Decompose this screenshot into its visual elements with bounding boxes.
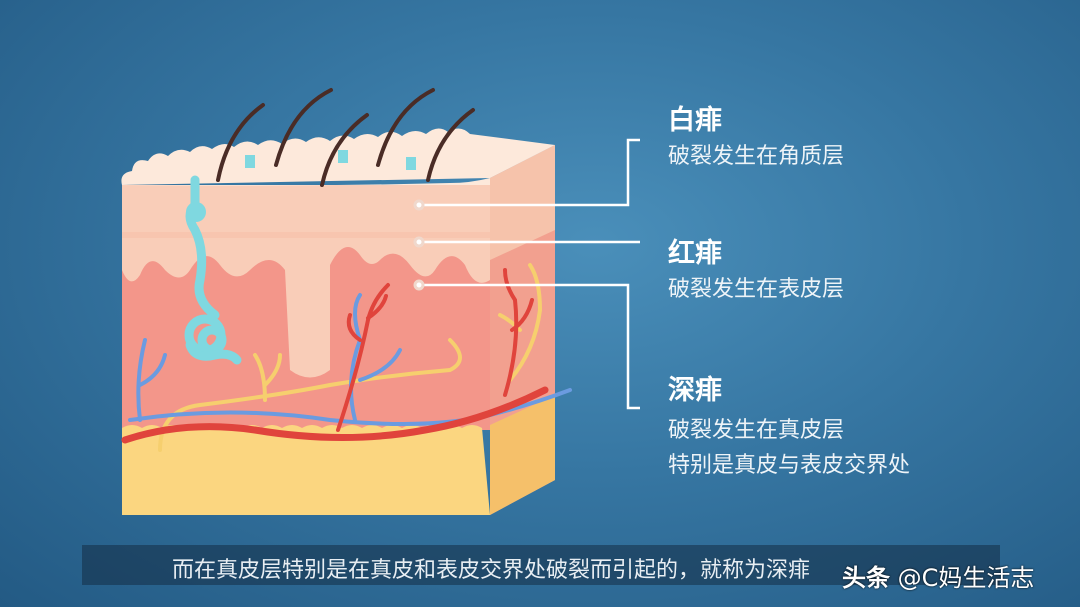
- label-red-miliaria-title: 红痱: [668, 238, 722, 269]
- watermark-account: @C妈生活志: [897, 564, 1035, 592]
- arteries: [121, 268, 549, 444]
- veins: [128, 293, 572, 426]
- subtitle-bar: [82, 545, 1000, 585]
- fat-layer: [122, 425, 490, 515]
- callout-dots: [413, 199, 425, 291]
- nerves: [158, 263, 543, 452]
- fat-side-face: [490, 395, 555, 515]
- callout-lines: [419, 138, 640, 410]
- callout-line-deep: [419, 283, 640, 410]
- label-deep-miliaria-desc-1: 破裂发生在真皮层: [668, 418, 845, 443]
- callout-line-white: [419, 138, 640, 207]
- sweat-pores: [245, 150, 416, 170]
- watermark: 头条 @C妈生活志: [842, 558, 1034, 593]
- watermark-brand: 头条: [842, 564, 890, 592]
- label-deep-miliaria-title: 深痱: [668, 375, 722, 406]
- epidermis-side-face: [490, 145, 555, 260]
- sweat-gland-bulb: [186, 202, 206, 222]
- hair-strands: [216, 88, 475, 187]
- stratum-granulosum-tint: [122, 232, 490, 238]
- subtitle-text: 而在真皮层特别是在真皮和表皮交界处破裂而引起的，就称为深痱: [172, 558, 811, 583]
- label-white-miliaria-desc: 破裂发生在角质层: [668, 144, 845, 169]
- label-red-miliaria-desc: 破裂发生在表皮层: [668, 277, 845, 302]
- label-white-miliaria-title: 白痱: [668, 105, 722, 136]
- label-deep-miliaria-desc-2: 特别是真皮与表皮交界处: [668, 453, 911, 478]
